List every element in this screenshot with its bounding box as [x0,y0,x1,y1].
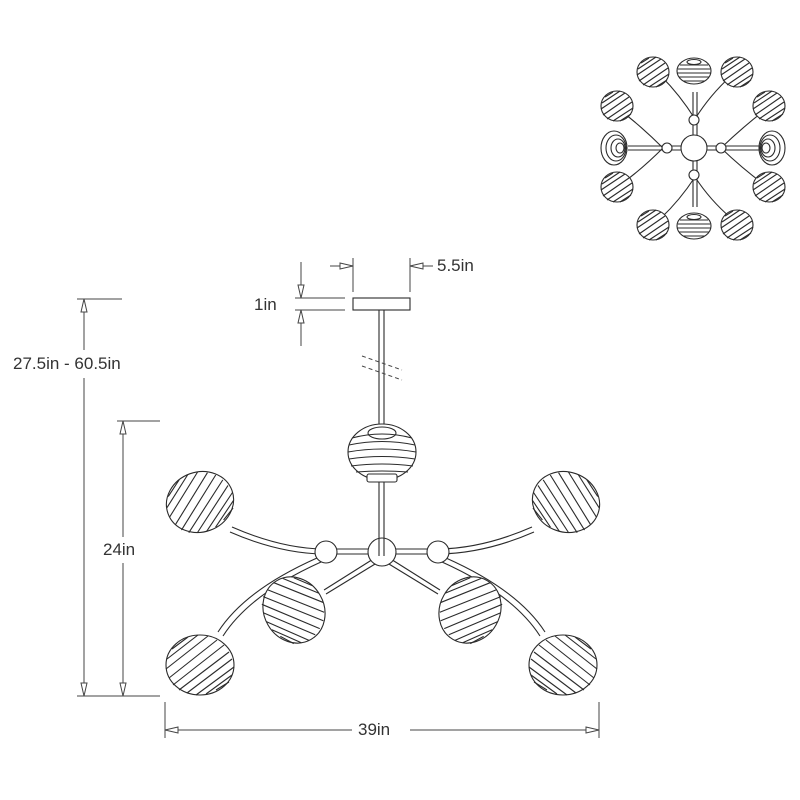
overall-height-label: 27.5in - 60.5in [13,354,121,373]
fixture-width-label: 39in [358,720,391,739]
globe-top [347,423,417,481]
canopy-height-label: 1in [254,295,277,314]
dimension-lines [77,258,600,738]
canopy-width-label: 5.5in [437,256,474,275]
break-mark [361,355,403,371]
fixture-height-label: 24in [103,540,136,559]
front-view [157,297,609,696]
canopy [352,297,411,311]
top-view [600,56,786,241]
